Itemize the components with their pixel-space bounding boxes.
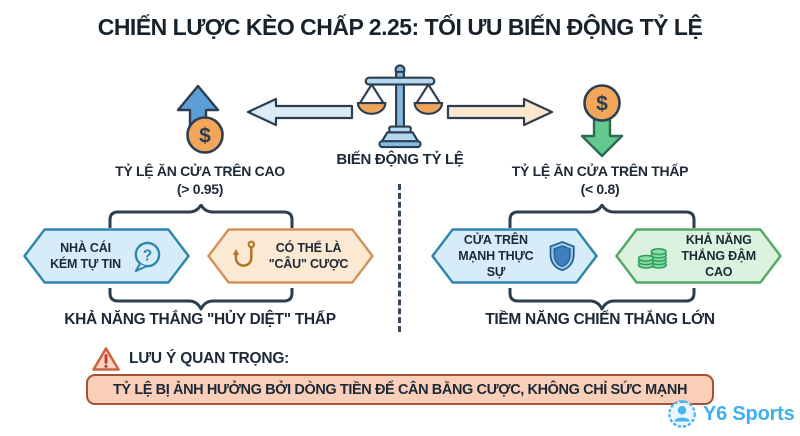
box-bait-bet: CÓ THỂ LÀ "CÂU" CƯỢC [207, 228, 374, 284]
left-conclusion: KHẢ NĂNG THẮNG "HỦY DIỆT" THẤP [64, 311, 336, 328]
note-label: LƯU Ý QUAN TRỌNG: [129, 350, 290, 367]
hexagon-shape [431, 228, 598, 284]
question-glyph: ? [143, 247, 152, 264]
coin-stack-icon [637, 247, 667, 269]
left-branch-headline: TỶ LỆ ĂN CỬA TRÊN CAO [115, 163, 285, 179]
box-label-line2: KÉM TỰ TIN [50, 257, 121, 271]
fish-hook-icon [232, 240, 255, 267]
box-label-line1: KHẢ NĂNG [685, 232, 752, 247]
right-bottom-brace [508, 288, 696, 311]
box-label: KHẢ NĂNG THẮNG ĐẬM CAO [677, 232, 760, 281]
box-label-line1: CÓ THỂ LÀ [275, 240, 342, 255]
box-label-line1: NHÀ CÁI [60, 240, 111, 255]
box-label: CÓ THỂ LÀ "CÂU" CƯỢC [269, 240, 349, 273]
shield-icon [549, 240, 575, 272]
odds-down-arrow-coin-icon: $ [580, 84, 624, 158]
center-divider [398, 184, 401, 332]
box-label: CỬA TRÊN MẠNH THỰC SỰ [453, 232, 539, 281]
page-title: CHIẾN LƯỢC KÈO CHẤP 2.25: TỐI ƯU BIẾN ĐỘ… [97, 14, 703, 40]
warning-icon [92, 347, 120, 371]
box-label: NHÀ CÁI KÉM TỰ TIN [50, 240, 121, 273]
note-heading: LƯU Ý QUAN TRỌNG: [92, 346, 289, 372]
box-favourite-strong: CỬA TRÊN MẠNH THỰC SỰ [431, 228, 598, 284]
right-branch-threshold: (< 0.8) [580, 181, 620, 197]
left-bottom-brace [108, 288, 294, 311]
right-branch-headline: TỶ LỆ ĂN CỬA TRÊN THẤP [511, 163, 689, 179]
hexagon-shape [615, 228, 782, 284]
right-conclusion: TIỀM NĂNG CHIẾN THẮNG LỚN [485, 311, 715, 328]
box-bookmaker-doubt: NHÀ CÁI KÉM TỰ TIN ? [23, 228, 190, 284]
dollar-glyph: $ [199, 125, 211, 148]
y6-sports-logo-icon [668, 400, 696, 428]
right-top-brace [508, 204, 696, 228]
question-bubble-icon: ? [134, 241, 161, 272]
odds-up-arrow-coin-icon: $ [176, 84, 224, 154]
note-box: TỶ LỆ BỊ ẢNH HƯỞNG BỞI DÒNG TIỀN ĐỂ CÂN … [86, 374, 714, 405]
note-text: TỶ LỆ BỊ ẢNH HƯỞNG BỞI DÒNG TIỀN ĐỂ CÂN … [112, 381, 688, 398]
box-big-win: KHẢ NĂNG THẮNG ĐẬM CAO [615, 228, 782, 284]
brand-watermark: Y6 Sports [666, 398, 795, 430]
box-label-line2: "CÂU" CƯỢC [268, 257, 349, 271]
dollar-glyph: $ [596, 93, 608, 116]
box-label-line2: THẮNG ĐẬM CAO [681, 248, 757, 280]
center-label: BIẾN ĐỘNG TỶ LỆ [336, 151, 464, 168]
left-branch-threshold: (> 0.95) [176, 181, 224, 197]
arrow-right-icon [446, 97, 554, 127]
brand-name: Y6 Sports [703, 402, 795, 425]
arrow-left-icon [246, 97, 354, 127]
left-top-brace [108, 204, 294, 228]
box-label-line2: MẠNH THỰC SỰ [458, 248, 534, 280]
balance-scale-icon [356, 64, 444, 149]
box-label-line1: CỬA TRÊN [463, 232, 528, 247]
